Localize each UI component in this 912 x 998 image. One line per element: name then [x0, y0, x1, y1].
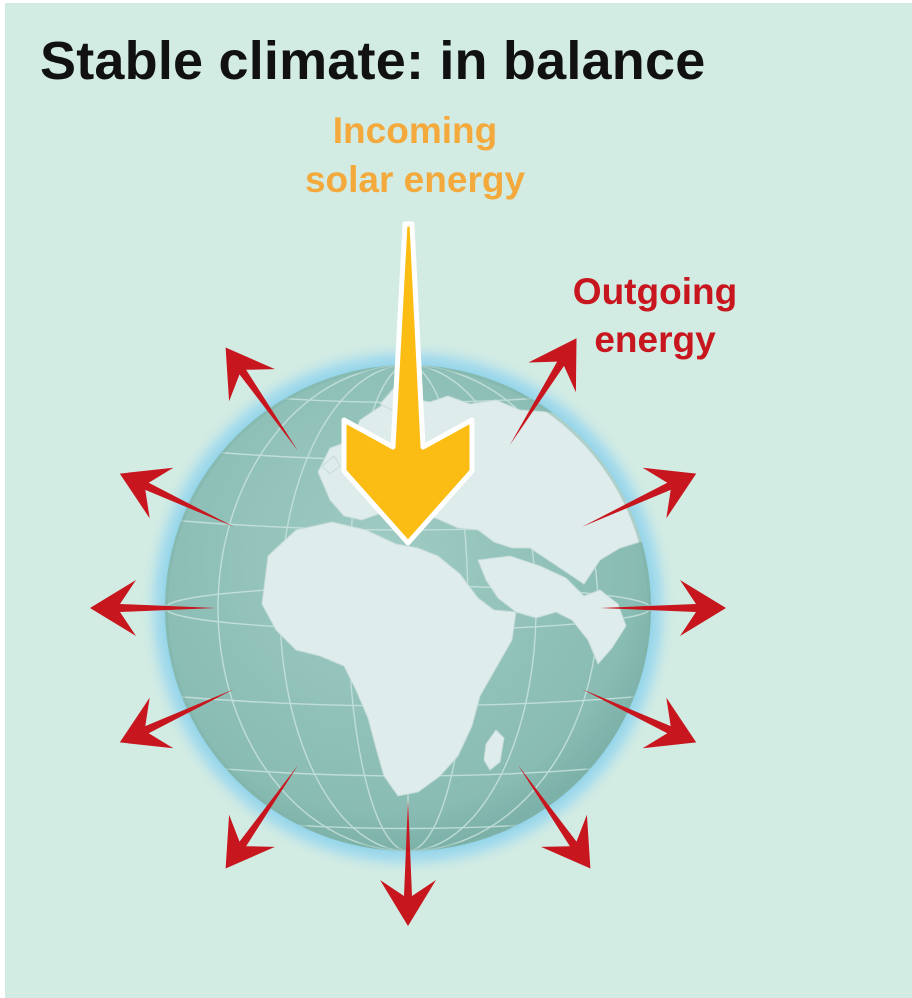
outgoing-label-line-1: Outgoing [572, 271, 738, 312]
outgoing-energy-arrow [90, 580, 216, 636]
outgoing-label-line-2: energy [594, 319, 716, 360]
outgoing-energy-arrow [582, 689, 697, 749]
incoming-solar-energy-label: Incoming solar energy [240, 106, 590, 204]
diagram-title: Stable climate: in balance [40, 31, 706, 91]
outgoing-energy-arrow [380, 800, 436, 926]
incoming-label-line-2: solar energy [304, 159, 526, 200]
outgoing-energy-arrow [518, 765, 591, 869]
outgoing-energy-arrow [225, 765, 298, 869]
outgoing-energy-label: Outgoing energy [520, 268, 790, 364]
outgoing-energy-arrow [225, 347, 298, 451]
outgoing-energy-arrow [600, 580, 726, 636]
outgoing-energy-arrow [509, 338, 577, 446]
outgoing-energy-arrow [582, 467, 697, 527]
incoming-label-line-1: Incoming [332, 110, 498, 151]
outgoing-energy-arrow [119, 689, 234, 749]
incoming-solar-arrow [341, 221, 475, 546]
outgoing-energy-arrow [119, 467, 234, 527]
outgoing-energy-arrows [90, 338, 726, 926]
earth-globe [165, 365, 651, 851]
